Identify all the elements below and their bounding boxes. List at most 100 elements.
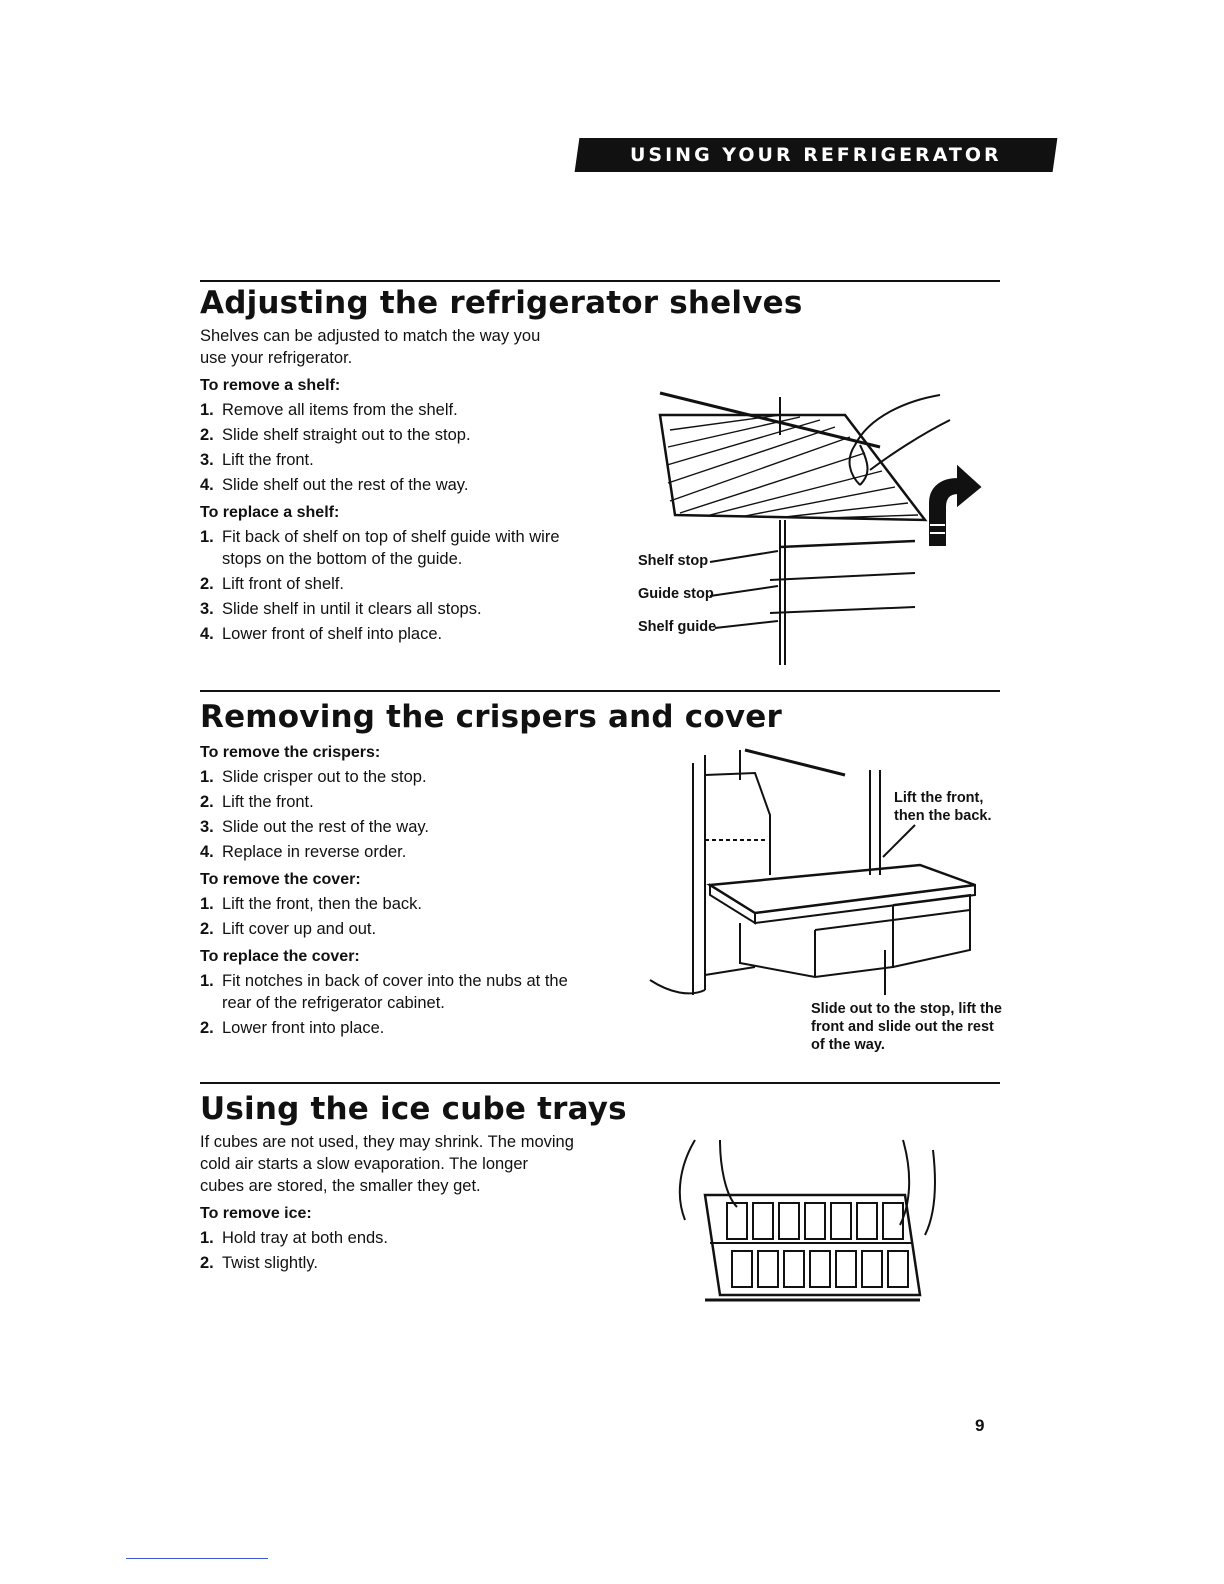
- ice-cube-cell: [809, 1250, 831, 1288]
- step-text: Lower front into place.: [222, 1019, 385, 1037]
- step-item: 2. Slide shelf straight out to the stop.: [200, 424, 600, 446]
- shelves-title: Adjusting the refrigerator shelves: [200, 285, 803, 321]
- step-item: 2. Lower front into place.: [200, 1017, 600, 1039]
- ice-cube-cell: [861, 1250, 883, 1288]
- step-number: 4.: [200, 476, 214, 494]
- ice-cube-cell: [882, 1202, 904, 1240]
- ice-tray-illustration: [678, 1139, 936, 1302]
- crisper-caption-top: Lift the front, then the back.: [894, 790, 992, 824]
- step-item: 3. Lift the front.: [200, 449, 600, 471]
- footer-line: [126, 1558, 268, 1559]
- step-text: Lift the front.: [222, 793, 314, 811]
- shelf-illustration: Shelf stop Guide stop Shelf guide: [638, 391, 982, 665]
- step-text: Lift the front, then the back.: [222, 895, 422, 913]
- ice-cube-cell: [752, 1202, 774, 1240]
- remove-ice-heading: To remove ice:: [200, 1205, 312, 1222]
- step-number: 2.: [200, 1019, 214, 1037]
- step-number: 2.: [200, 793, 214, 811]
- remove-cover-steps: 1. Lift the front, then the back. 2. Lift c…: [200, 893, 600, 940]
- crispers-section: Removing the crispers and cover To remov…: [200, 698, 782, 1042]
- label-shelf-guide: Shelf guide: [638, 619, 716, 635]
- step-item: 2. Lift cover up and out.: [200, 918, 600, 940]
- step-text: Replace in reverse order.: [222, 843, 407, 861]
- section-divider: [200, 280, 1000, 282]
- step-number: 2.: [200, 920, 214, 938]
- step-item: 1. Remove all items from the shelf.: [200, 399, 600, 421]
- replace-shelf-steps: 1.Fit back of shelf on top of shelf guid…: [200, 526, 600, 645]
- remove-crispers-heading: To remove the crispers:: [200, 744, 381, 761]
- step-number: 3.: [200, 451, 214, 469]
- replace-cover-heading: To replace the cover:: [200, 948, 360, 965]
- replace-shelf-heading: To replace a shelf:: [200, 504, 340, 521]
- shelves-intro: Shelves can be adjusted to match the way…: [200, 327, 541, 367]
- step-text: Fit notches in back of cover into the nu…: [222, 972, 568, 1012]
- remove-ice-steps: 1. Hold tray at both ends. 2. Twist slightl…: [200, 1227, 600, 1274]
- step-text: Lift the front.: [222, 451, 314, 469]
- step-text: Slide shelf out the rest of the way.: [222, 476, 469, 494]
- crisper-caption-bottom: Slide out to the stop, lift the front an…: [811, 1001, 1002, 1053]
- step-text: Twist slightly.: [222, 1254, 318, 1272]
- step-item: 1.Slide crisper out to the stop.: [200, 766, 600, 788]
- ice-title: Using the ice cube trays: [200, 1091, 627, 1127]
- replace-cover-steps: 1. Fit notches in back of cover into the …: [200, 970, 600, 1039]
- step-number: 1.: [200, 528, 214, 546]
- step-text: Slide shelf straight out to the stop.: [222, 426, 471, 444]
- step-item: 4. Replace in reverse order.: [200, 841, 600, 863]
- step-item: 1. Lift the front, then the back.: [200, 893, 600, 915]
- step-item: 2. Lift front of shelf.: [200, 573, 600, 595]
- section-banner: USING YOUR REFRIGERATOR: [574, 138, 1058, 172]
- step-text: Slide out the rest of the way.: [222, 818, 429, 836]
- step-number: 2.: [200, 575, 214, 593]
- step-number: 1.: [200, 1229, 214, 1247]
- ice-cube-cell: [783, 1250, 805, 1288]
- ice-cube-cell: [856, 1202, 878, 1240]
- ice-cube-cell: [804, 1202, 826, 1240]
- step-item: 1.Fit back of shelf on top of shelf guid…: [200, 526, 600, 570]
- step-item: 1. Hold tray at both ends.: [200, 1227, 600, 1249]
- ice-cube-cell: [757, 1250, 779, 1288]
- step-item: 3. Slide out the rest of the way.: [200, 816, 600, 838]
- step-number: 2.: [200, 1254, 214, 1272]
- section-banner-text: USING YOUR REFRIGERATOR: [630, 144, 1002, 166]
- step-number: 1.: [200, 972, 214, 990]
- remove-shelf-heading: To remove a shelf:: [200, 377, 341, 394]
- label-shelf-stop: Shelf stop: [638, 553, 708, 569]
- step-item: 4. Slide shelf out the rest of the way.: [200, 474, 600, 496]
- step-number: 1.: [200, 401, 214, 419]
- remove-crispers-steps: 1.Slide crisper out to the stop. 2. Lift t…: [200, 766, 600, 863]
- ice-cube-cell: [835, 1250, 857, 1288]
- step-text: Lower front of shelf into place.: [222, 625, 443, 643]
- label-guide-stop: Guide stop: [638, 586, 714, 602]
- section-divider: [200, 690, 1000, 692]
- step-text: Lift front of shelf.: [222, 575, 344, 593]
- step-number: 1.: [200, 895, 214, 913]
- shelves-section: Adjusting the refrigerator shelves Shelv…: [200, 284, 803, 648]
- step-item: 3. Slide shelf in until it clears all sto…: [200, 598, 600, 620]
- page-number: 9: [975, 1416, 985, 1435]
- ice-cube-cell: [778, 1202, 800, 1240]
- step-item: 1. Fit notches in back of cover into the …: [200, 970, 600, 1014]
- ice-cube-cell: [731, 1250, 753, 1288]
- step-text: Remove all items from the shelf.: [222, 401, 458, 419]
- step-number: 4.: [200, 625, 214, 643]
- step-number: 3.: [200, 600, 214, 618]
- step-text: Slide shelf in until it clears all stops…: [222, 600, 482, 618]
- ice-cube-cell: [887, 1250, 909, 1288]
- ice-cube-cell: [830, 1202, 852, 1240]
- step-number: 3.: [200, 818, 214, 836]
- ice-intro: If cubes are not used, they may shrink. …: [200, 1133, 574, 1195]
- ice-section: Using the ice cube trays If cubes are no…: [200, 1090, 627, 1277]
- step-text: Lift cover up and out.: [222, 920, 377, 938]
- crispers-title: Removing the crispers and cover: [200, 699, 782, 735]
- step-item: 4. Lower front of shelf into place.: [200, 623, 600, 645]
- section-divider: [200, 1082, 1000, 1084]
- crisper-illustration: [649, 748, 976, 995]
- step-number: 4.: [200, 843, 214, 861]
- remove-shelf-steps: 1. Remove all items from the shelf. 2. Slid…: [200, 399, 600, 496]
- remove-cover-heading: To remove the cover:: [200, 871, 361, 888]
- ice-cube-cell: [726, 1202, 748, 1240]
- step-number: 2.: [200, 426, 214, 444]
- step-number: 1.: [200, 768, 214, 786]
- step-item: 2. Lift the front.: [200, 791, 600, 813]
- step-text: Hold tray at both ends.: [222, 1229, 389, 1247]
